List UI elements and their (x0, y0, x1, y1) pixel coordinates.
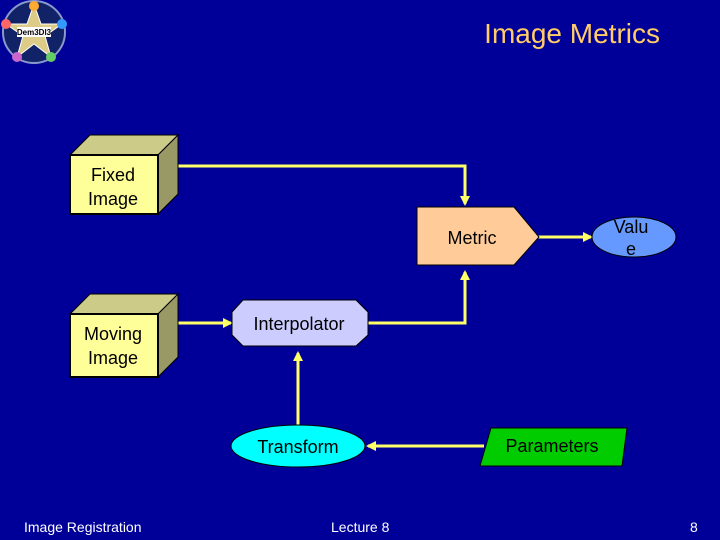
fixed-image-label-line2: Image (88, 189, 138, 209)
interpolator-label: Interpolator (253, 314, 344, 334)
value-label-line1: Valu (614, 217, 649, 237)
footer-center: Lecture 8 (331, 519, 390, 535)
transform-node: Transform (230, 424, 366, 468)
page-number: 8 (690, 519, 698, 535)
interpolator-node: Interpolator (231, 299, 369, 347)
fixed-image-label-line1: Fixed (91, 165, 135, 185)
logo-label: Dem3Dl3 (17, 28, 52, 37)
metric-label: Metric (448, 228, 497, 248)
fixed-image-box: Fixed Image (68, 133, 180, 216)
parameters-node: Parameters (479, 427, 628, 467)
value-label-line2: e (626, 239, 636, 259)
footer-left: Image Registration (24, 519, 142, 535)
connector-interpolator-to-metric (368, 270, 470, 325)
moving-image-label-line1: Moving (84, 324, 142, 344)
slide-title: Image Metrics (484, 18, 660, 49)
parameters-label: Parameters (505, 436, 598, 456)
value-node: Valu e (591, 216, 677, 259)
metric-node: Metric (416, 206, 540, 266)
connector-fixed-to-metric (178, 164, 470, 206)
connectors (178, 164, 593, 451)
logo-icon: Dem3Dl3 (1, 0, 67, 64)
transform-label: Transform (257, 437, 338, 457)
moving-image-box: Moving Image (68, 292, 180, 379)
moving-image-label-line2: Image (88, 348, 138, 368)
